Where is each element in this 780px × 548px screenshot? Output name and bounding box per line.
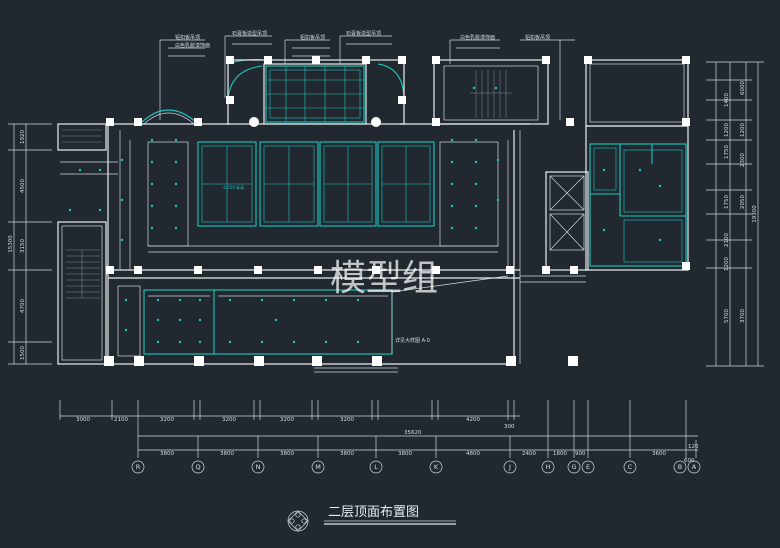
dim-b3-1: 3800 xyxy=(160,451,174,457)
dim-right-2: 1400 xyxy=(724,93,730,107)
panel-note: -0.250 标高 xyxy=(222,184,244,190)
main-building xyxy=(107,58,689,365)
bottom-dimensions: 3000 2100 3200 3200 3200 3200 4200 300 3… xyxy=(59,400,699,464)
dim-b1-6: 3200 xyxy=(340,417,354,423)
axis-B: B xyxy=(678,463,682,471)
axis-Q: Q xyxy=(195,463,200,471)
dim-right-4: 1200 xyxy=(724,123,730,137)
compass-icon xyxy=(287,510,309,532)
dim-b3-3: 3800 xyxy=(280,451,294,457)
dim-right-6: 2300 xyxy=(740,153,746,167)
axis-G: G xyxy=(571,463,576,471)
dim-left-4: 4700 xyxy=(20,299,26,313)
drawing-title-block: 二层顶面布置图 xyxy=(287,505,456,532)
dim-left-3: 3150 xyxy=(20,239,26,253)
dim-b3-9: 900 xyxy=(575,451,586,457)
callout-notes-top: 铝扣板吊顶 白色乳胶漆饰面 石膏板造型吊顶 铝扣板吊顶 石膏板造型吊顶 白色乳胶… xyxy=(159,30,575,120)
right-service-core xyxy=(520,125,689,283)
note-6: 白色乳胶漆饰面 xyxy=(460,34,495,41)
dim-right-10: 1200 xyxy=(724,257,730,271)
dim-b1-3: 3200 xyxy=(160,417,174,423)
axis-C: C xyxy=(628,463,633,471)
dim-left-1: 1920 xyxy=(20,130,26,144)
note-3: 石膏板造型吊顶 xyxy=(232,30,267,37)
dim-left-5: 1500 xyxy=(20,346,26,360)
dim-small-1: 120 xyxy=(688,444,699,450)
dim-right-1: 6000 xyxy=(740,81,746,95)
note-1: 铝扣板吊顶 xyxy=(175,34,200,41)
axis-K: K xyxy=(434,463,439,471)
axis-R: R xyxy=(136,463,141,471)
dim-right-7: 1750 xyxy=(724,195,730,209)
dim-b1-2: 2100 xyxy=(114,417,128,423)
drawing-title: 二层顶面布置图 xyxy=(328,505,419,520)
dim-b3-7: 2400 xyxy=(522,451,536,457)
dim-small-2: 600 xyxy=(684,458,695,464)
note-5: 石膏板造型吊顶 xyxy=(346,30,381,37)
dim-b3-2: 3800 xyxy=(220,451,234,457)
note-7: 铝扣板吊顶 xyxy=(525,34,550,41)
dim-b3-4: 3800 xyxy=(340,451,354,457)
axis-A: A xyxy=(692,463,697,471)
section-note: 详见大样图 A-0 xyxy=(395,337,430,344)
dim-right-total: 19300 xyxy=(752,205,758,223)
note-4: 铝扣板吊顶 xyxy=(300,34,325,41)
dim-b3-8: 1800 xyxy=(553,451,567,457)
dim-b1-8: 300 xyxy=(504,424,515,430)
dim-b3-10: 3600 xyxy=(652,451,666,457)
dim-b1-4: 3200 xyxy=(222,417,236,423)
dim-b1-5: 3200 xyxy=(280,417,294,423)
axis-H: H xyxy=(546,463,551,471)
dim-right-8: 2050 xyxy=(740,195,746,209)
note-2: 白色乳胶漆饰面 xyxy=(175,42,210,49)
downlights xyxy=(68,86,662,344)
dim-b1-1: 3000 xyxy=(76,417,90,423)
axis-E: E xyxy=(586,463,590,471)
dim-left-2: 4500 xyxy=(20,179,26,193)
watermark: 模型组 xyxy=(330,258,438,299)
left-stair-wing xyxy=(57,123,118,365)
axis-M: M xyxy=(315,463,321,471)
axis-bubbles: R Q N M L K J H G E C B A xyxy=(131,460,701,474)
coffered-ceiling-top xyxy=(265,65,365,123)
left-dimension-chain: 1920 4500 3150 4700 1500 15300 xyxy=(8,123,52,365)
axis-L: L xyxy=(374,463,378,471)
dim-right-12: 3700 xyxy=(740,309,746,323)
dim-b3-6: 4800 xyxy=(466,451,480,457)
dim-right-11: 5700 xyxy=(724,309,730,323)
dim-left-total: 15300 xyxy=(8,235,14,253)
dim-right-5: 1750 xyxy=(724,145,730,159)
dim-b3-5: 3800 xyxy=(398,451,412,457)
dim-right-3: 1200 xyxy=(740,123,746,137)
dim-b1-7: 4200 xyxy=(466,417,480,423)
axis-N: N xyxy=(256,463,261,471)
axis-J: J xyxy=(508,463,511,471)
dim-total: 35620 xyxy=(404,430,422,436)
right-dimension-chain: 6000 1400 1200 1200 1750 2300 1750 2050 … xyxy=(706,61,764,367)
ceiling-panels: -0.250 标高 xyxy=(147,141,499,253)
dim-right-9: 2100 xyxy=(724,233,730,247)
structural-columns xyxy=(104,56,690,366)
lower-corridor: 详见大样图 A-0 xyxy=(117,275,509,373)
